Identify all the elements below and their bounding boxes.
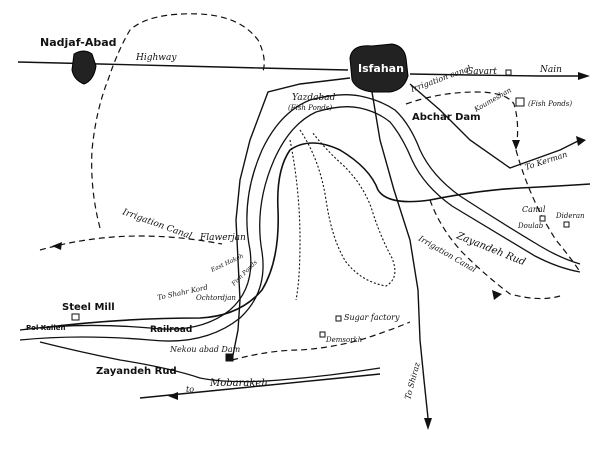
doulab-marker: [539, 215, 546, 222]
label-sugar-factory: Sugar factory: [344, 313, 400, 322]
mobarakeh-arrow-icon: [168, 392, 178, 400]
steel-mill-marker: [71, 313, 80, 321]
river-bank-north: [19, 94, 581, 331]
label-to-prefix: to: [186, 385, 194, 394]
label-east-hakeh: East Hakeh: [209, 253, 245, 275]
label-dideran: Dideran: [555, 212, 585, 220]
label-abchar-dam: Abchar Dam: [412, 112, 481, 123]
nekou-abad-dam-marker: [225, 353, 234, 362]
label-mobarakeh: Mobarakeh: [209, 378, 268, 389]
ridge-a: [299, 129, 396, 287]
label-demsorkh: Demsorkh: [325, 336, 362, 344]
isfahan-city-area: [349, 43, 409, 93]
nain-arrow-icon: [578, 72, 590, 80]
road-to-shiraz: [371, 91, 429, 419]
fish-ponds-east-marker: [515, 97, 525, 107]
label-koumeshan: Koumeshan: [472, 86, 513, 114]
gavart-marker: [505, 69, 512, 76]
canal-north-loop: [91, 13, 265, 229]
label-canal-east: Canal: [522, 205, 546, 214]
label-isfahan: Isfahan: [358, 62, 404, 75]
label-irrigation-canal-north: Irrigation canal: [409, 64, 473, 95]
canal-west-arrow-icon: [52, 242, 62, 250]
label-fish-ponds-east: (Fish Ponds): [528, 100, 572, 108]
railroad-ties: [39, 142, 591, 329]
label-steel-mill: Steel Mill: [62, 302, 115, 313]
label-to-kerman: To Kerman: [524, 150, 569, 172]
label-nadjaf-abad: Nadjaf-Abad: [40, 36, 117, 49]
irrigation-canal-west-path: [39, 235, 223, 251]
label-yazdabad: Yazdabad: [292, 93, 336, 103]
railroad-main: [39, 142, 591, 329]
label-zayandeh-rud-south: Zayandeh Rud: [96, 366, 177, 377]
label-gavart: Gavart: [466, 67, 497, 77]
road-south: [139, 373, 381, 399]
shiraz-arrow-icon: [424, 418, 432, 430]
canal-south-arrow-icon: [492, 290, 502, 300]
dideran-marker: [563, 221, 570, 228]
kerman-arrow-icon: [576, 136, 586, 146]
label-doulab: Doulab: [517, 222, 544, 230]
irrigation-canal-north-path: [405, 91, 519, 151]
label-to-shiraz: To Shiraz: [403, 361, 422, 401]
road-to-kerman: [409, 83, 581, 169]
label-flawerjan: Flawerjan: [199, 233, 246, 243]
nadjaf-abad-city-area: [71, 50, 97, 85]
road-isfahan-flawerjan: [231, 77, 351, 361]
label-nekou-abad-dam: Nekou abad Dam: [169, 345, 241, 354]
label-pol-kalleh: Pol Kalleh: [26, 324, 65, 332]
canal-nekou-abad: [231, 321, 411, 361]
river-bank-south: [19, 106, 581, 342]
highway-line: [17, 61, 349, 71]
label-ochtordjan: Ochtordjan: [196, 294, 236, 302]
label-nain: Nain: [539, 65, 562, 75]
demsorkh-marker: [319, 331, 326, 338]
canal-north-arrow-icon: [512, 140, 520, 150]
label-yazdabad-note: (Fish Ponds): [288, 104, 332, 112]
ridge-b: [289, 139, 301, 301]
sugar-factory-marker: [335, 315, 342, 322]
river-south-reach: [39, 341, 381, 383]
highway-east: [409, 73, 585, 77]
label-highway: Highway: [135, 53, 177, 63]
label-railroad: Railroad: [150, 325, 192, 335]
irrigation-canal-south-path: [429, 199, 561, 300]
